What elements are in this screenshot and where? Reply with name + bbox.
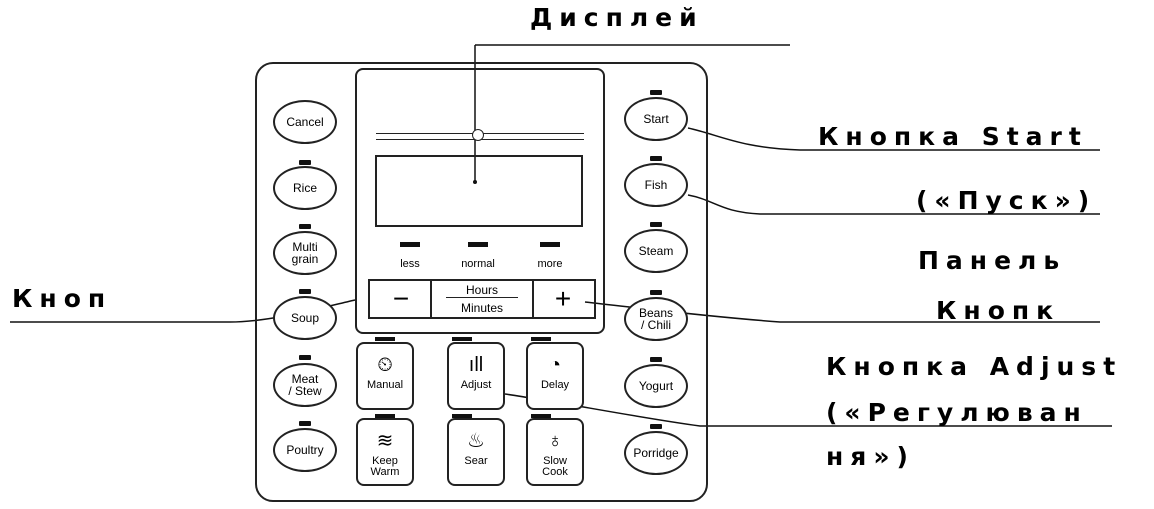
soup-button[interactable]: Soup bbox=[273, 296, 337, 340]
rice-led bbox=[299, 160, 311, 165]
soup-led bbox=[299, 289, 311, 294]
steam-button[interactable]: Steam bbox=[624, 229, 688, 273]
sear-led bbox=[452, 414, 472, 418]
label-start-line1: Кнопка Start bbox=[818, 122, 1088, 151]
plus-button[interactable]: + bbox=[554, 283, 572, 314]
level-more-led bbox=[540, 242, 560, 247]
adjust-led bbox=[452, 337, 472, 341]
delay-label: Delay bbox=[540, 379, 570, 391]
keep-warm-led bbox=[375, 414, 395, 418]
level-normal-led bbox=[468, 242, 488, 247]
manual-label: Manual bbox=[366, 379, 404, 391]
label-adjust-line3: ня») bbox=[826, 442, 915, 471]
level-more-label: more bbox=[537, 258, 563, 270]
meat-stew-button[interactable]: Meat / Stew bbox=[273, 363, 337, 407]
fish-led bbox=[650, 156, 662, 161]
cancel-button[interactable]: Cancel bbox=[273, 100, 337, 144]
label-minus-button: Кноп bbox=[12, 284, 113, 313]
start-button[interactable]: Start bbox=[624, 97, 688, 141]
leader-start bbox=[687, 127, 1100, 151]
fish-button[interactable]: Fish bbox=[624, 163, 688, 207]
time-divider-left bbox=[430, 279, 432, 319]
multigrain-led bbox=[299, 224, 311, 229]
poultry-button[interactable]: Poultry bbox=[273, 428, 337, 472]
keep-warm-label: Keep Warm bbox=[370, 455, 400, 478]
display-screen bbox=[375, 155, 583, 227]
display-frame bbox=[355, 68, 605, 334]
hours-minutes-label: Hours Minutes bbox=[432, 281, 532, 317]
label-adjust-line2: («Регулюван bbox=[826, 398, 1088, 427]
beans-chili-led bbox=[650, 290, 662, 295]
indicator-light-icon bbox=[472, 129, 484, 141]
manual-led bbox=[375, 337, 395, 341]
minutes-label: Minutes bbox=[460, 301, 504, 315]
label-adjust-line1: Кнопка Adjust bbox=[826, 352, 1123, 381]
label-panel: Панель bbox=[918, 246, 1067, 275]
label-start-line2: («Пуск») bbox=[916, 186, 1097, 215]
level-less-label: less bbox=[400, 258, 420, 270]
time-divider-right bbox=[532, 279, 534, 319]
pot-icon: ♁ bbox=[547, 430, 563, 452]
manual-button[interactable]: ⏲ Manual bbox=[356, 342, 414, 410]
delay-led bbox=[531, 337, 551, 341]
keep-warm-button[interactable]: ≋ Keep Warm bbox=[356, 418, 414, 486]
bars-icon: ıll bbox=[468, 354, 484, 376]
sear-button[interactable]: ♨ Sear bbox=[447, 418, 505, 486]
porridge-led bbox=[650, 424, 662, 429]
level-normal-label: normal bbox=[461, 258, 495, 270]
meat-stew-led bbox=[299, 355, 311, 360]
level-less-led bbox=[400, 242, 420, 247]
yogurt-button[interactable]: Yogurt bbox=[624, 364, 688, 408]
slow-cook-led bbox=[531, 414, 551, 418]
sear-label: Sear bbox=[464, 455, 488, 467]
clock-icon: ◔ bbox=[548, 354, 562, 376]
control-panel bbox=[255, 62, 708, 502]
adjust-button[interactable]: ıll Adjust bbox=[447, 342, 505, 410]
porridge-button[interactable]: Porridge bbox=[624, 431, 688, 475]
minus-button[interactable]: − bbox=[392, 283, 410, 314]
start-led bbox=[650, 90, 662, 95]
heat-icon: ≋ bbox=[376, 430, 394, 452]
adjust-label: Adjust bbox=[460, 379, 492, 391]
multigrain-button[interactable]: Multi grain bbox=[273, 231, 337, 275]
slow-cook-label: Slow Cook bbox=[542, 455, 568, 478]
poultry-led bbox=[299, 421, 311, 426]
delay-button[interactable]: ◔ Delay bbox=[526, 342, 584, 410]
timer-icon: ⏲ bbox=[377, 354, 393, 376]
beans-chili-button[interactable]: Beans / Chili bbox=[624, 297, 688, 341]
label-plus-button: Кнопк bbox=[936, 296, 1061, 325]
rice-button[interactable]: Rice bbox=[273, 166, 337, 210]
display-pointer-dot bbox=[473, 180, 477, 184]
steam-led bbox=[650, 222, 662, 227]
time-adjust-row bbox=[368, 279, 596, 319]
slow-cook-button[interactable]: ♁ Slow Cook bbox=[526, 418, 584, 486]
flame-icon: ♨ bbox=[467, 430, 485, 452]
hours-label: Hours bbox=[446, 283, 518, 298]
yogurt-led bbox=[650, 357, 662, 362]
leader-fish bbox=[687, 194, 1100, 215]
label-display: Дисплей bbox=[530, 3, 704, 32]
